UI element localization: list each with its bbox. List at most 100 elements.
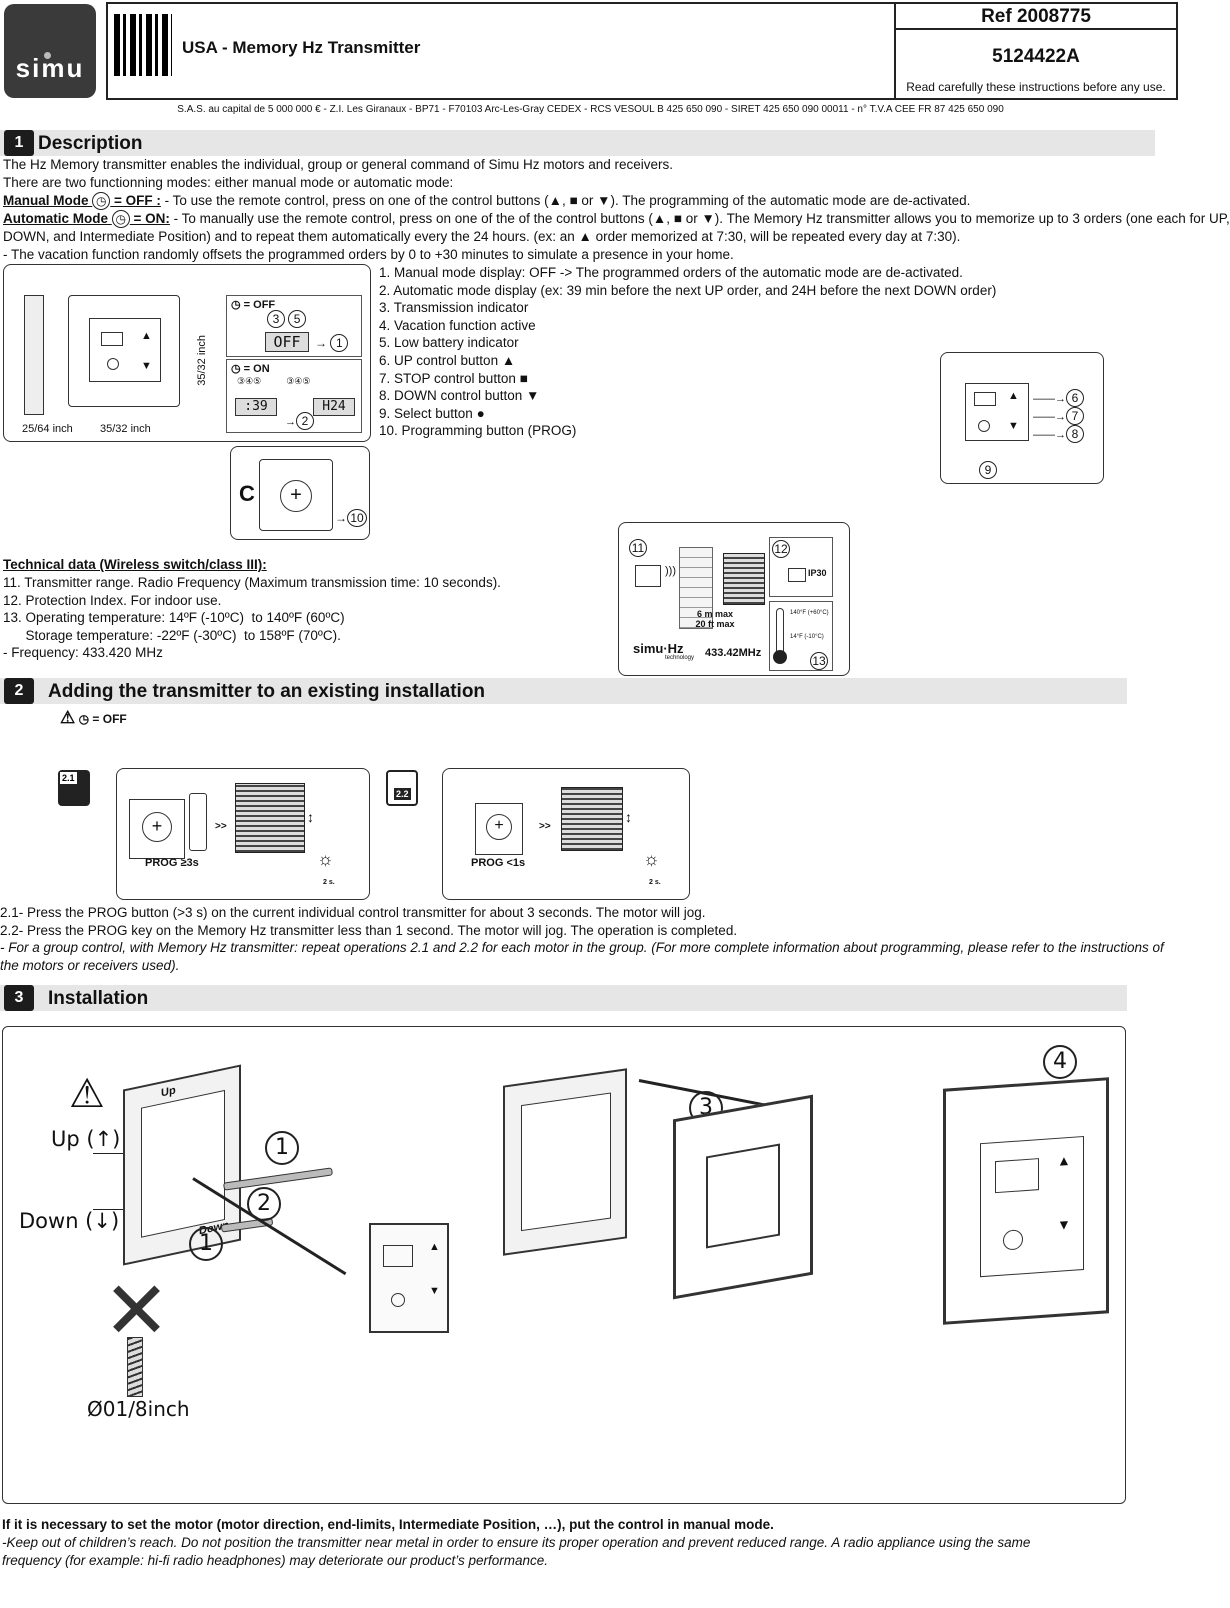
- lcd-off: OFF: [265, 332, 309, 352]
- technology-label: technology: [665, 655, 695, 661]
- radio-range-figure: 11 ))) 6 m max 20 ft max simu·Hz technol…: [618, 522, 850, 676]
- legend-item: 5. Low battery indicator: [379, 335, 519, 351]
- jog-arrow-icon: ↕: [625, 809, 632, 825]
- section-2-header: 2 Adding the transmitter to an existing …: [0, 678, 1127, 704]
- legend-item: 10. Programming button (PROG): [379, 423, 577, 439]
- range-meters: 6 m max: [696, 609, 734, 619]
- section-title: Description: [38, 133, 143, 154]
- finished-transmitter: ▲ ▼: [943, 1077, 1109, 1325]
- step-2-1-badge: 2.1: [58, 770, 90, 806]
- screw-diameter: Ø01/8inch: [87, 1397, 190, 1421]
- footer-italic-note: -Keep out of children’s reach. Do not po…: [2, 1535, 1031, 1550]
- receiver-icon: +: [129, 799, 185, 859]
- step-2-2-badge: 2.2: [386, 770, 418, 806]
- section-number: 2: [4, 678, 34, 704]
- logo-dot-icon: [44, 52, 51, 59]
- group-note-2: the motors or receivers used).: [0, 957, 180, 973]
- manual-mode-line: Manual Mode ◷ = OFF : - To use the remot…: [3, 192, 970, 210]
- thermometer-icon: [776, 608, 784, 656]
- remote-icon: [189, 793, 207, 851]
- cover-frame: [673, 1094, 813, 1300]
- tech-item: - Frequency: 433.420 MHz: [3, 645, 163, 660]
- radio-waves-icon: ))): [665, 565, 676, 577]
- footer-italic-note-2: frequency (for example: hi-fi radio head…: [2, 1553, 549, 1568]
- warning-line: ⚠ ◷ = OFF: [60, 708, 127, 728]
- width-dimension: 35/32 inch: [100, 423, 151, 435]
- callout-1: → 1: [315, 334, 349, 352]
- prog-3s-label: PROG ≥3s: [145, 857, 199, 869]
- prog-1s-label: PROG <1s: [471, 857, 526, 869]
- intro-line-2: There are two functionning modes: either…: [3, 175, 454, 190]
- step-2-1-figure: + >> ↕ PROG ≥3s ☼ 2 s.: [116, 768, 370, 900]
- legend-item: 9. Select button ●: [379, 405, 485, 421]
- section-3-header: 3 Installation: [0, 985, 1127, 1011]
- jog-arrow-icon: ↕: [307, 809, 314, 825]
- vacation-line: - The vacation function randomly offsets…: [3, 247, 734, 262]
- transmitter-icon: [788, 568, 806, 582]
- prog-button-figure: C + →10: [230, 446, 370, 540]
- lcd-window: [995, 1158, 1039, 1194]
- light-bulb-icon: ☼: [317, 849, 334, 869]
- select-button-icon: [1003, 1229, 1023, 1251]
- section-title: Installation: [48, 988, 149, 1009]
- tech-data-title: Technical data (Wireless switch/class II…: [3, 557, 267, 572]
- ip-rating: IP30: [808, 568, 827, 578]
- step-2-2-figure: + >> ↕ PROG <1s ☼ 2 s.: [442, 768, 690, 900]
- down-arrow-icon: ▼: [1057, 1215, 1071, 1233]
- temp-low: 14°F (-10°C): [790, 634, 824, 640]
- device-dimensions-figure: ▲ ▼ 35/32 inch 25/64 inch 35/32 inch ◷ =…: [3, 264, 371, 442]
- legend-item: 7. STOP control button ■: [379, 370, 528, 386]
- shutter-icon: [561, 787, 623, 851]
- legend-item: 6. UP control button ▲: [379, 352, 516, 368]
- front-view: ▲ ▼: [68, 295, 180, 407]
- transmitter-module: ▲ ▼: [369, 1223, 449, 1333]
- intro-line-1: The Hz Memory transmitter enables the in…: [3, 157, 674, 172]
- auto-mode-line: Automatic Mode ◷ = ON: - To manually use…: [3, 210, 1230, 228]
- callouts-6-8: ——→6——→7——→8: [1033, 389, 1084, 443]
- select-button-icon: [391, 1293, 405, 1307]
- callout-9: 9: [979, 461, 997, 479]
- legal-line: S.A.S. au capital de 5 000 000 € - Z.I. …: [177, 104, 1004, 115]
- clock-icon: ◷: [231, 363, 244, 375]
- temp-high: 140°F (+60°C): [790, 610, 829, 616]
- house-ip-panel: 12 IP30: [769, 537, 833, 597]
- transmitter-icon: [635, 565, 661, 587]
- indicator-callouts: 3 5: [267, 310, 307, 328]
- footer-bold-note: If it is necessary to set the motor (mot…: [2, 1517, 774, 1532]
- down-arrow-icon: ▼: [1008, 420, 1019, 432]
- transmitter-back-icon: +: [475, 803, 523, 855]
- back-plate: Up Down: [123, 1064, 241, 1266]
- battery-icon: +: [280, 480, 312, 512]
- installation-figure: ⚠ Up (↑) Down (↓) Up Down 1 2 1 ▲ ▼ ✕ Ø0…: [2, 1026, 1126, 1504]
- document-title: USA - Memory Hz Transmitter: [182, 38, 421, 57]
- auto-mode-state: = ON:: [129, 211, 170, 226]
- auto-mode-label: Automatic Mode: [3, 211, 112, 226]
- document-code: 5124422A: [992, 46, 1080, 67]
- shutter-icon: [723, 553, 765, 605]
- legend-item: 3. Transmission indicator: [379, 300, 529, 316]
- clock-icon: ◷: [111, 210, 130, 228]
- read-notice: Read carefully these instructions before…: [906, 80, 1166, 94]
- wall-icon: [679, 547, 713, 629]
- down-arrow-icon: ▼: [141, 360, 152, 372]
- tech-item: Storage temperature: -22ºF (-30ºC) to 15…: [3, 627, 341, 643]
- lcd-39: :39: [235, 398, 277, 416]
- mini-lcd: [101, 332, 123, 346]
- height-dimension: 35/32 inch: [196, 335, 208, 386]
- display-on-label: = ON: [243, 363, 270, 375]
- section-title: Adding the transmitter to an existing in…: [48, 681, 486, 702]
- manual-mode-text: - To use the remote control, press on on…: [160, 193, 971, 208]
- battery-clip-icon: C: [239, 481, 255, 506]
- up-arrow-icon: ▲: [141, 330, 152, 342]
- down-label: Down (↓): [19, 1209, 120, 1233]
- section-number: 3: [4, 985, 34, 1011]
- reference-number: Ref 2008775: [981, 6, 1091, 27]
- frequency-label: 433.42MHz: [705, 647, 762, 659]
- up-arrow-icon: ▲: [1057, 1151, 1071, 1169]
- callout-10: →10: [335, 509, 367, 527]
- feature-legend: 1. Manual mode display: OFF -> The progr…: [379, 264, 996, 440]
- down-arrow-icon: ▼: [429, 1285, 440, 1297]
- step-note: 2.2- Press the PROG key on the Memory Hz…: [0, 922, 738, 938]
- display-on-panel: ◷ = ON ③④⑤ ③④⑤ :39 H24 →2: [226, 359, 362, 433]
- warning-mode: = OFF: [92, 712, 127, 726]
